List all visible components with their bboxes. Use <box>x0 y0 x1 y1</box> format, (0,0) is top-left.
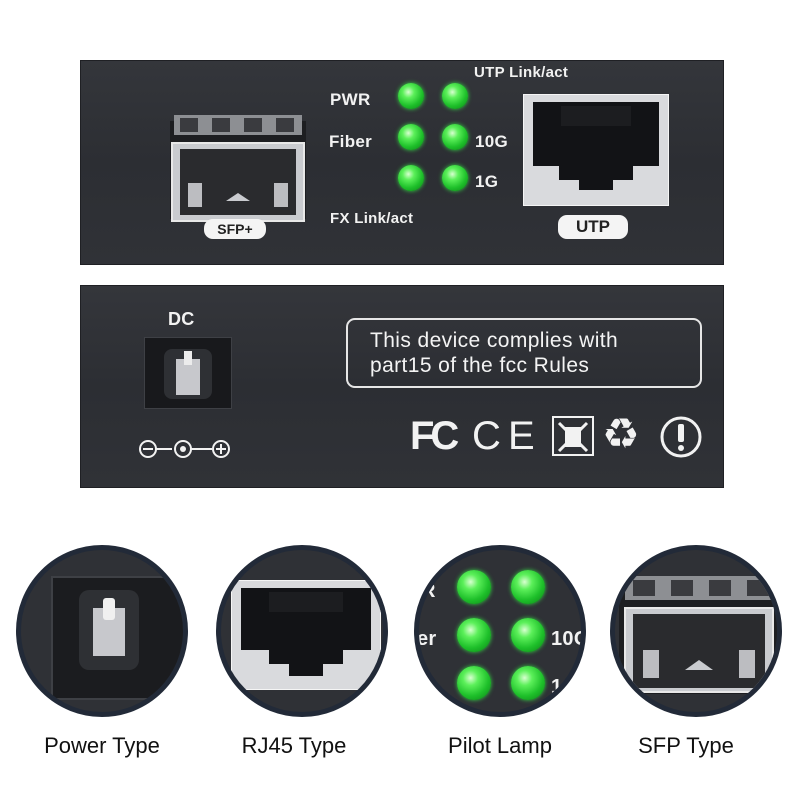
1g-label: 1G <box>475 172 499 191</box>
rj45-port-icon <box>231 580 381 690</box>
front-panel: SFP+ PWR Fiber UTP Link/act 10G 1G FX Li… <box>80 60 724 265</box>
recycle-icon: ♻ <box>602 409 640 458</box>
utp-label: UTP <box>558 215 628 239</box>
detail-power-type <box>16 545 188 717</box>
10g-label: 10G <box>475 132 509 151</box>
10g-led <box>442 124 468 150</box>
utp-link-led <box>442 83 468 109</box>
sfp-label: SFP+ <box>204 219 266 239</box>
pwr-label: PWR <box>330 90 371 109</box>
caption-power-type: Power Type <box>44 733 160 758</box>
detail-fiber-label: er <box>417 628 437 650</box>
ce-logo-icon: C E <box>472 414 535 458</box>
plus-icon <box>212 440 230 458</box>
fc-logo-icon: FC <box>410 414 459 458</box>
detail-pwr-label: R <box>421 580 436 602</box>
minus-icon <box>139 440 157 458</box>
fcc-compliance-notice: This device complies with part15 of the … <box>346 318 702 388</box>
rj45-port-icon <box>523 94 669 206</box>
sfp-cage-icon <box>619 576 777 694</box>
weee-bin-icon <box>552 416 594 456</box>
dc-jack-icon <box>79 590 139 670</box>
detail-led <box>511 570 545 604</box>
1g-led <box>442 165 468 191</box>
detail-10g-label: 10G <box>551 628 586 650</box>
warning-icon <box>660 416 702 458</box>
polarity-icons <box>139 440 230 458</box>
caption-sfp-type: SFP Type <box>638 733 734 758</box>
detail-led <box>457 570 491 604</box>
center-positive-icon <box>174 440 192 458</box>
detail-led <box>457 618 491 652</box>
fiber-label: Fiber <box>329 132 373 151</box>
detail-1g-label: 1G <box>551 676 579 698</box>
detail-led <box>457 666 491 700</box>
detail-led <box>511 618 545 652</box>
pwr-led <box>398 83 424 109</box>
notice-line-2: part15 of the fcc Rules <box>370 354 590 377</box>
caption-rj45-type: RJ45 Type <box>241 733 347 758</box>
fx-led <box>398 165 424 191</box>
detail-sfp-type <box>610 545 782 717</box>
utp-link-label: UTP Link/act <box>474 64 569 81</box>
caption-pilot-lamp: Pilot Lamp <box>448 733 552 758</box>
dc-label: DC <box>168 309 195 329</box>
notice-line-1: This device complies with <box>370 329 619 352</box>
detail-pilot-lamp: R er 10G 1G <box>414 545 586 717</box>
detail-led <box>511 666 545 700</box>
detail-rj45-type <box>216 545 388 717</box>
fiber-led <box>398 124 424 150</box>
fx-link-label: FX Link/act <box>330 210 414 227</box>
sfp-cage-icon <box>170 115 306 222</box>
dc-jack-icon <box>144 337 232 409</box>
